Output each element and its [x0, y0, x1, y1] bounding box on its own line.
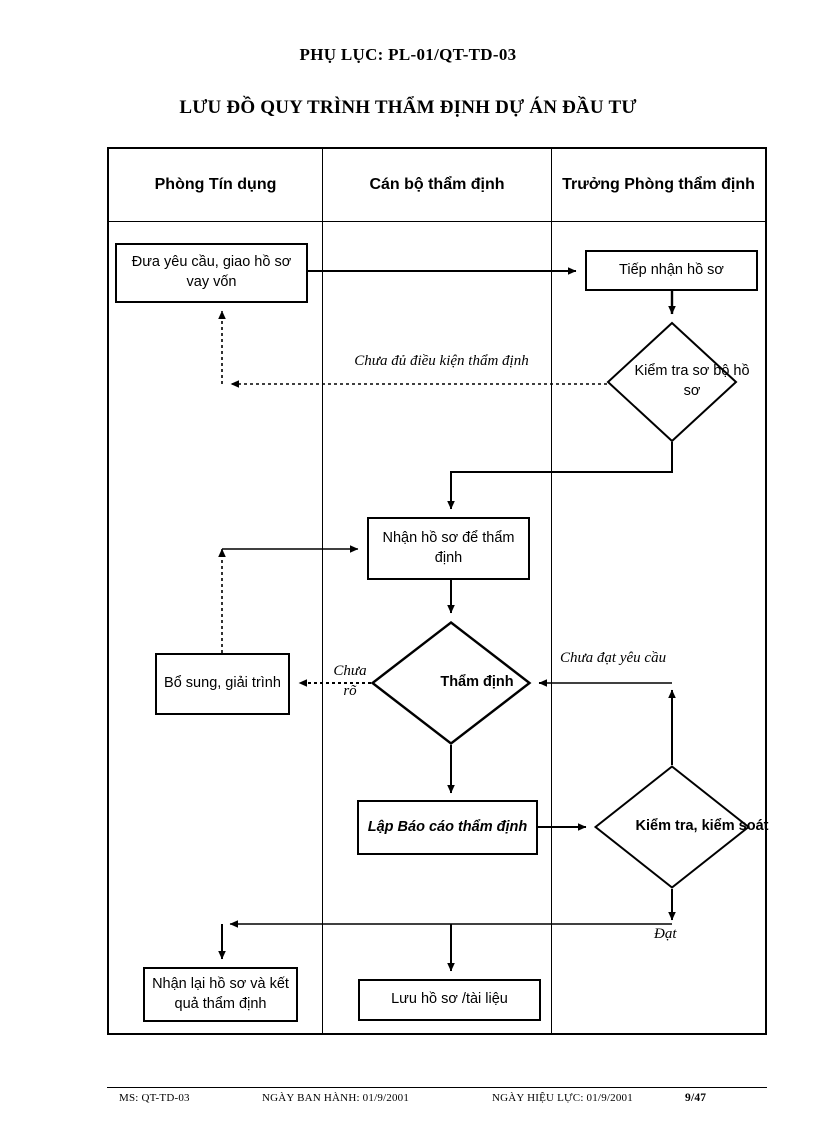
footer-page-number: 9/47 [685, 1092, 707, 1104]
node-dua-yeu-cau[interactable]: Đưa yêu cầu, giao hồ sơ vay vốn [115, 243, 308, 303]
footer-document-code: MS: QT-TD-03 [119, 1092, 190, 1104]
lane-divider-1 [322, 149, 323, 1033]
appendix-title: PHỤ LỤC: PL-01/QT-TD-03 [299, 45, 517, 64]
node-luu-ho-so[interactable]: Lưu hồ sơ /tài liệu [358, 979, 541, 1021]
node-tiep-nhan-ho-so[interactable]: Tiếp nhận hồ sơ [585, 250, 758, 291]
page-title: LƯU ĐỒ QUY TRÌNH THẨM ĐỊNH DỰ ÁN ĐẦU TƯ [179, 97, 637, 118]
node-tham-dinh[interactable]: Thẩm định [370, 620, 532, 746]
node-kiem-tra-so-bo[interactable]: Kiểm tra sơ bộ hồ sơ [606, 321, 750, 443]
node-bo-sung-giai-trinh[interactable]: Bổ sung, giải trình [155, 653, 290, 715]
edge-label-chua-dat-yeu-cau: Chưa đạt yêu cầu [560, 650, 667, 666]
node-nhan-lai-ho-so[interactable]: Nhận lại hồ sơ và kết quả thẩm định [143, 967, 298, 1022]
node-lap-bao-cao-tham-dinh[interactable]: Lập Báo cáo thẩm định [357, 800, 538, 855]
lane-header-phong-tin-dung: Phòng Tín dụng [154, 175, 277, 193]
node-tham-dinh-label: Thẩm định [440, 674, 514, 691]
edge-label-chua-du-dieu-kien: Chưa đủ điều kiện thẩm định [354, 353, 529, 369]
footer-issue-date: NGÀY BAN HÀNH: 01/9/2001 [262, 1092, 410, 1104]
lane-header-rule [109, 221, 765, 222]
footer-rule [107, 1087, 767, 1088]
footer: MS: QT-TD-03 NGÀY BAN HÀNH: 01/9/2001 NG… [107, 1092, 767, 1112]
edge-label-dat: Đạt [654, 926, 677, 942]
lane-header-can-bo-tham-dinh: Cán bộ thẩm định [369, 175, 505, 193]
lane-divider-2 [551, 149, 552, 1033]
node-nhan-ho-so-de-tham-dinh[interactable]: Nhận hồ sơ để thẩm định [367, 517, 530, 580]
node-kiem-tra-so-bo-label: Kiểm tra sơ bộ hồ sơ [634, 363, 750, 399]
node-kiem-tra-kiem-soat[interactable]: Kiểm tra, kiểm soát [593, 765, 768, 889]
lane-header-truong-phong-tham-dinh: Trưởng Phòng thẩm định [562, 175, 755, 193]
edge-label-chua-ro: Chưa rõ [333, 663, 367, 700]
footer-effective-date: NGÀY HIỆU LỰC: 01/9/2001 [492, 1092, 633, 1104]
node-kiem-tra-kiem-soat-label: Kiểm tra, kiểm soát [635, 818, 769, 835]
